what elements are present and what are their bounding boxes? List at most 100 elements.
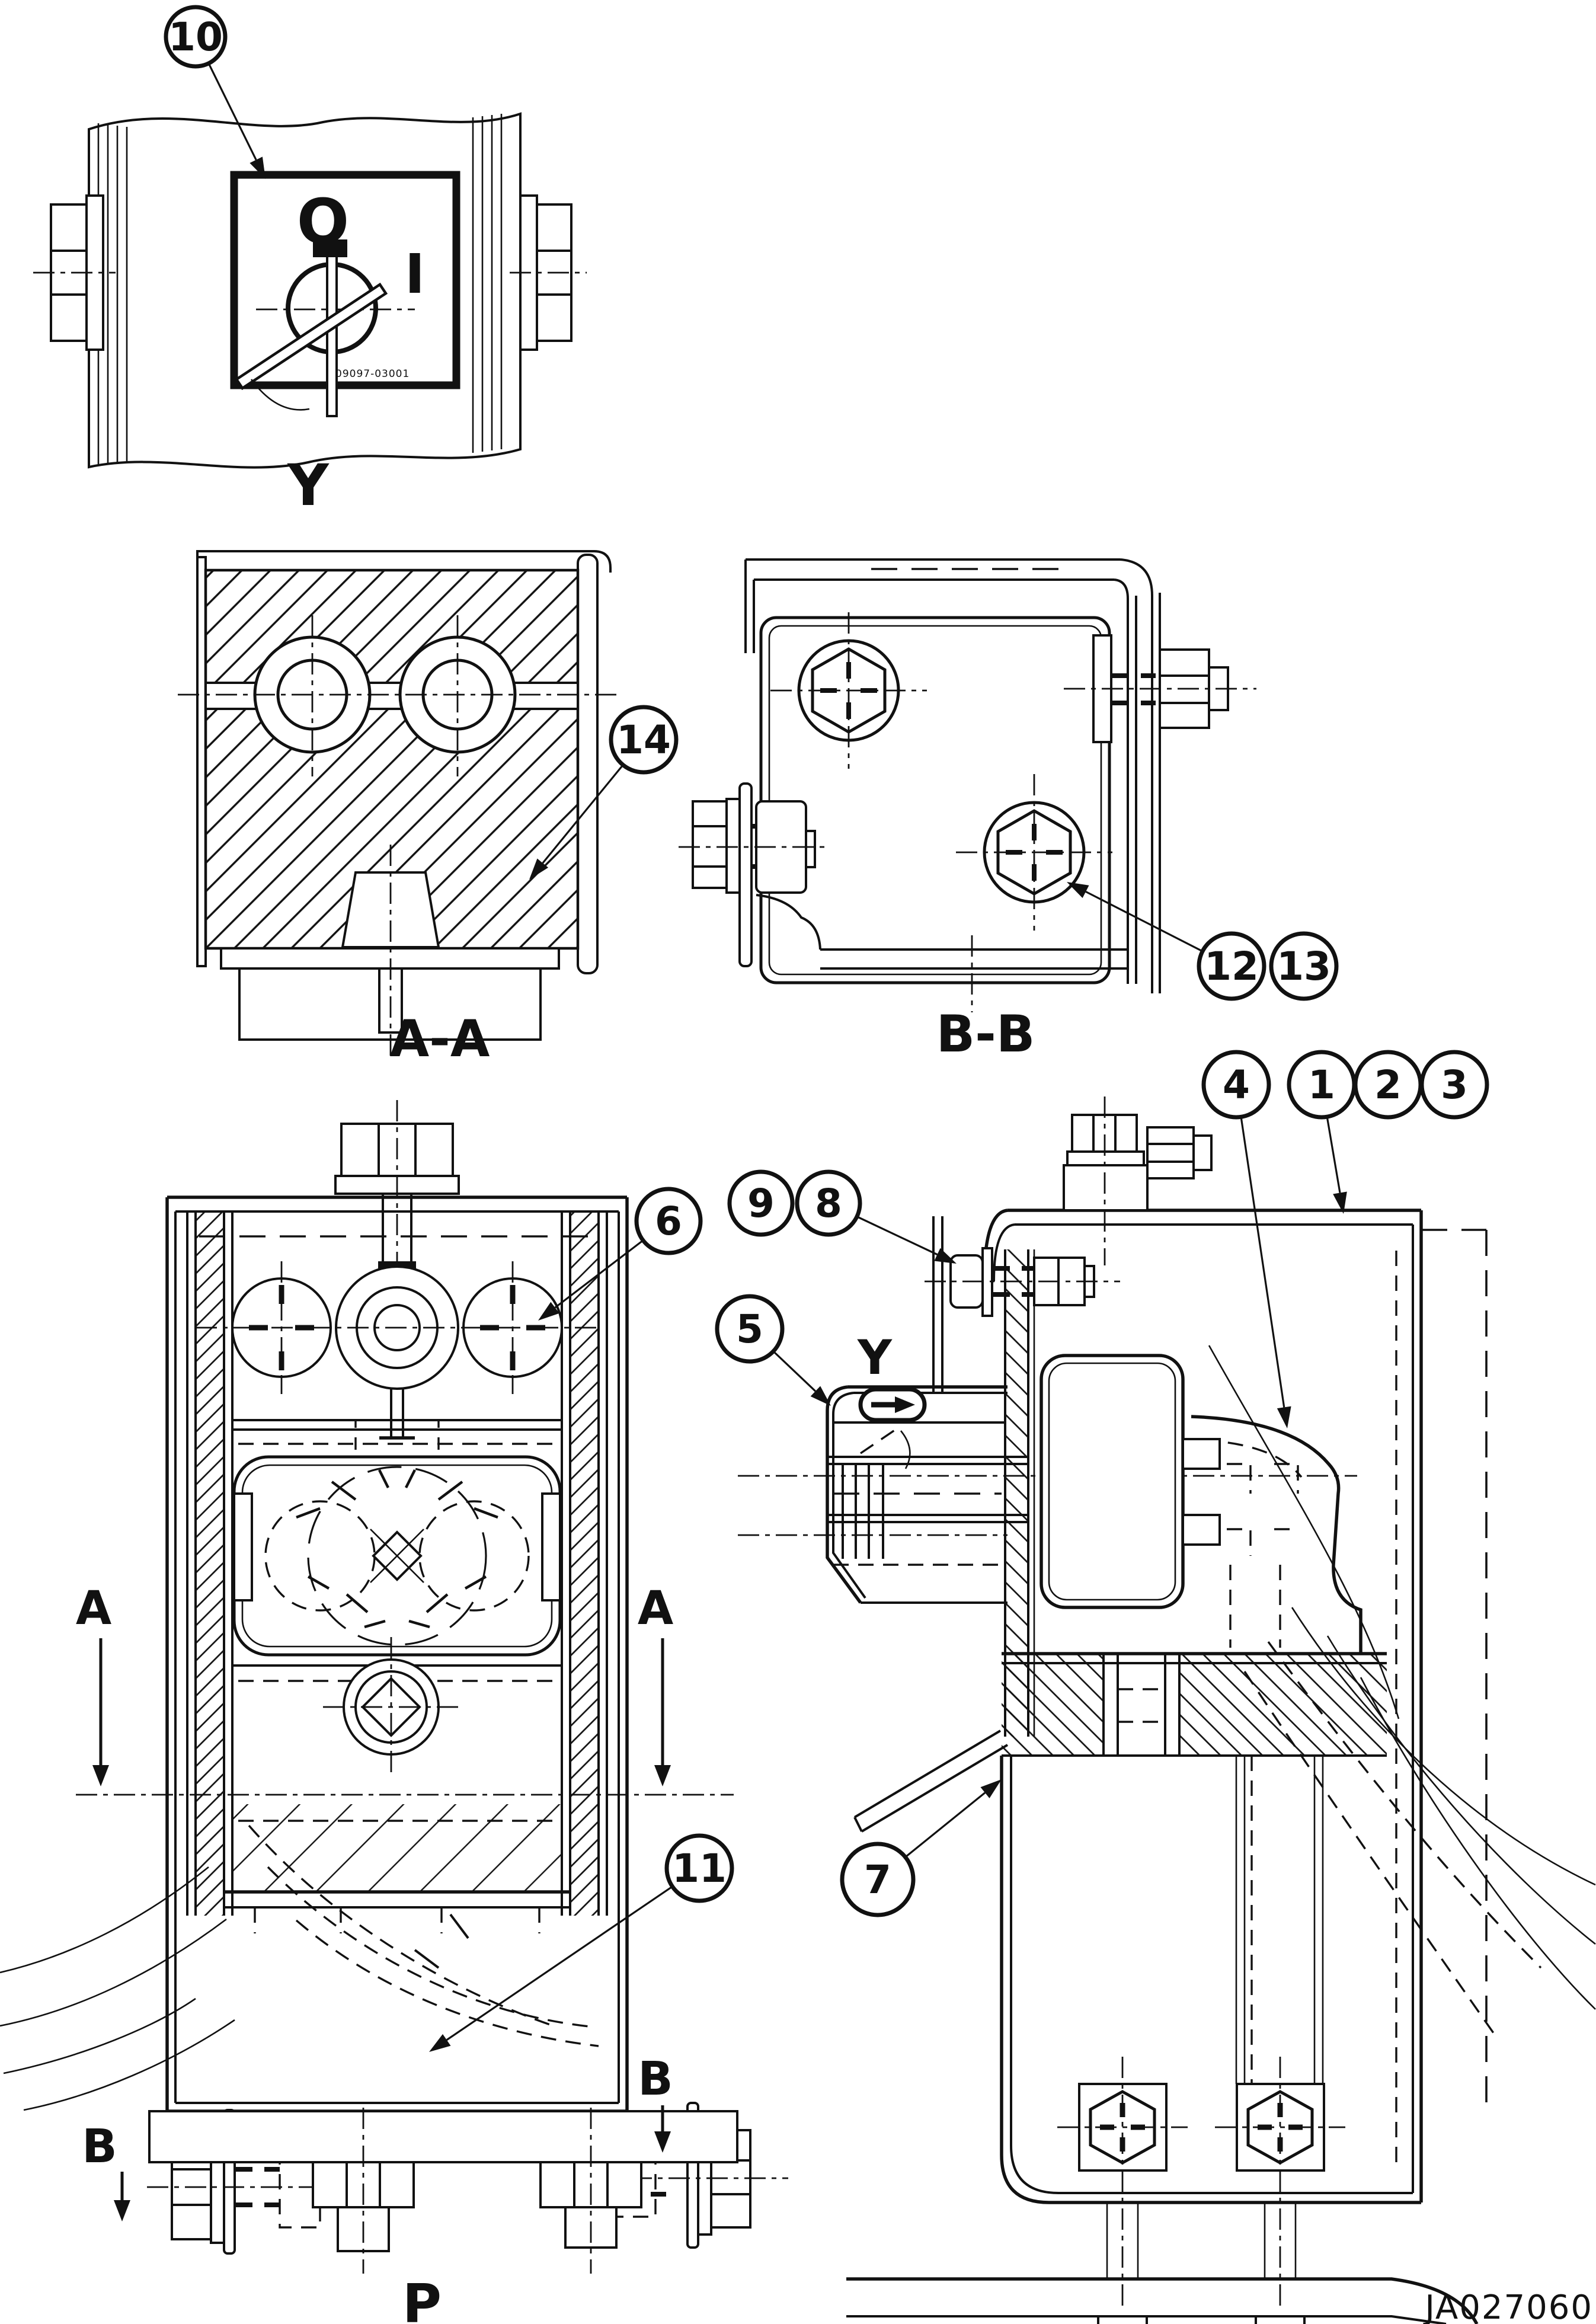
callout-number: 14: [616, 717, 671, 763]
section-letter: B: [638, 2053, 673, 2106]
leader-line: [856, 1216, 938, 1256]
side-foot-bolt-right: [1215, 2057, 1345, 2310]
aa-right-plate: [577, 554, 599, 974]
callout-circle: [1419, 1050, 1489, 1120]
section-letter: A: [76, 1582, 111, 1635]
bb-lower-hex-bolt: [956, 774, 1112, 931]
leader-line: [542, 764, 624, 864]
callout-4: 4: [1201, 1050, 1291, 1428]
callout-circle: [840, 1842, 916, 1917]
leader-line: [1240, 1117, 1285, 1408]
bb-bracket-outline: [744, 558, 1161, 993]
callout-number: 2: [1374, 1062, 1402, 1108]
plate-part-number: 09097-03001: [335, 368, 410, 380]
callout-circle: [634, 1187, 703, 1255]
callout-circle: [727, 1169, 795, 1237]
view-label-a-a: A-A: [390, 1009, 490, 1069]
section-arrow-icon: [92, 1765, 109, 1786]
switch-label-plate: O I 09097-03001: [230, 171, 460, 417]
leader-line: [904, 1792, 986, 1858]
bb-foot-step: [756, 894, 821, 950]
leader-line: [554, 1239, 644, 1309]
view-side: [738, 1097, 1596, 2324]
callout-12: 12: [1067, 882, 1266, 1001]
side-bolt-8-9: [925, 1247, 1120, 1317]
view-label-b-b: B-B: [936, 1005, 1035, 1064]
callout-number: 10: [168, 14, 223, 60]
callout-number: 7: [864, 1857, 891, 1903]
switch-body-edge-lines: [97, 114, 503, 465]
leader-arrowhead-icon: [250, 156, 266, 179]
callout-number: 13: [1277, 944, 1331, 989]
callout-circle: [1201, 1050, 1271, 1120]
callout-number: 4: [1223, 1062, 1250, 1108]
p-base: [148, 2102, 738, 2274]
callout-14: 14: [529, 705, 679, 880]
view-label-y-top: Y: [287, 452, 330, 519]
leader-line: [1326, 1116, 1341, 1193]
switch-body-outline: [88, 112, 522, 469]
handle-lever: [234, 282, 388, 391]
callout-number: 8: [815, 1181, 842, 1226]
y-direction-indicator: [858, 1387, 927, 1422]
leader-arrowhead-icon: [529, 858, 549, 880]
section-marker-b-right: B: [638, 2053, 673, 2153]
side-foot-bolt-left: [1057, 2057, 1188, 2310]
leader-line: [772, 1350, 816, 1392]
p-mid-plate: [232, 1389, 562, 1450]
side-top-bolt: [1063, 1097, 1213, 1265]
leader-arrowhead-icon: [1277, 1406, 1291, 1428]
callout-9: 9: [727, 1169, 795, 1237]
side-shelf: [1002, 1652, 1387, 1757]
callout-circle: [795, 1169, 862, 1237]
side-lower-bracket: [1000, 1756, 1421, 2204]
side-contact-block: [1040, 1354, 1185, 1609]
p-switch-module: [232, 1455, 562, 1657]
leader-arrowhead-icon: [538, 1302, 559, 1321]
callout-circle: [664, 1833, 734, 1903]
leader-line: [207, 63, 257, 161]
callout-number: 3: [1441, 1062, 1468, 1108]
view-y-detail: O I 09097-03001: [33, 112, 587, 469]
callout-3: 3: [1419, 1050, 1489, 1120]
leader-arrowhead-icon: [810, 1386, 831, 1406]
callout-number: 5: [736, 1306, 763, 1352]
bb-upper-hex-bolt: [770, 612, 927, 769]
p-lower-block: [224, 1804, 570, 1933]
section-arrow-icon: [654, 2131, 671, 2153]
p-lower-terminal: [232, 1637, 562, 1777]
callout-number: 1: [1308, 1062, 1335, 1108]
side-base-plate: [846, 2202, 1479, 2324]
section-arrow-icon: [654, 1765, 671, 1786]
callout-number: 11: [672, 1846, 727, 1891]
callout-6: 6: [538, 1187, 703, 1321]
p-bracket-frame: [165, 1195, 629, 2111]
callout-5: 5: [715, 1294, 831, 1406]
left-mount-bolt: [33, 194, 116, 351]
callout-8: 8: [795, 1169, 957, 1264]
leader-arrowhead-icon: [980, 1779, 1002, 1798]
side-cables: [1208, 1345, 1596, 2034]
section-letter: B: [82, 2120, 117, 2173]
bb-face-plate: [759, 616, 1111, 984]
callout-circle: [609, 705, 679, 775]
callout-circle: [1197, 931, 1266, 1001]
callout-number: 12: [1204, 944, 1259, 989]
view-section-bb: [679, 558, 1256, 1012]
section-marker-b-left: B: [82, 2120, 130, 2221]
leader-line: [1085, 890, 1203, 952]
drawing-code: JA027060: [1423, 2288, 1593, 2324]
p-terminal-bosses: [196, 1261, 599, 1394]
on-symbol: I: [405, 242, 425, 306]
callout-2: 2: [1353, 1050, 1423, 1120]
side-front-flange: [932, 1216, 943, 1392]
leader-arrowhead-icon: [934, 1248, 957, 1264]
right-mount-bolt: [510, 194, 587, 351]
section-marker-a-left: A: [76, 1582, 111, 1786]
side-clamp: [1182, 1415, 1362, 1654]
callout-circle: [164, 5, 228, 69]
callout-7: 7: [840, 1779, 1002, 1917]
